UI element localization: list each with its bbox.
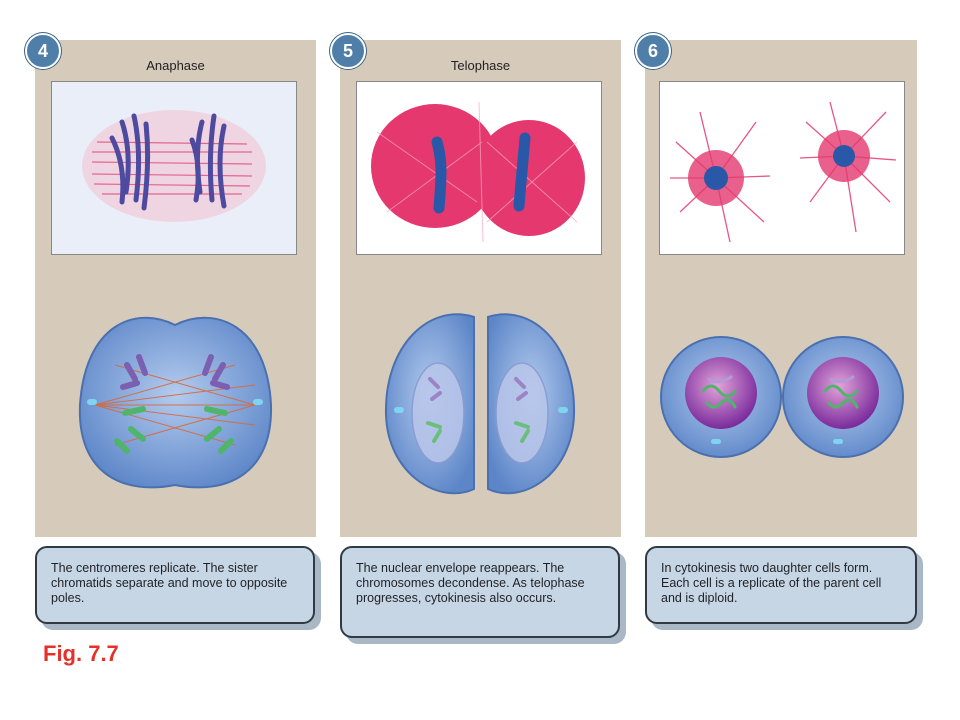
illustration-telophase-cell [340,295,621,525]
micrograph-telophase [356,81,602,255]
caption-text: In cytokinesis two daughter cells form. … [645,546,917,624]
micrograph-cytokinesis [659,81,905,255]
figure-label: Fig. 7.7 [43,641,119,666]
panel-title: Telophase [450,58,511,73]
step-number-badge: 5 [330,33,366,69]
panel-telophase: Telophase [340,40,621,537]
panel-title: Anaphase [146,58,205,73]
panel-cytokinesis [645,40,917,537]
illustration-anaphase-cell [35,295,316,525]
step-number-badge: 4 [25,33,61,69]
caption-box-anaphase: The centromeres replicate. The sister ch… [35,546,321,630]
step-number-badge: 6 [635,33,671,69]
caption-box-telophase: The nuclear envelope reappears. The chro… [340,546,626,644]
caption-box-cytokinesis: In cytokinesis two daughter cells form. … [645,546,923,630]
panel-anaphase: Anaphase [35,40,316,537]
micrograph-anaphase [51,81,297,255]
illustration-daughter-cells [645,295,917,525]
caption-text: The nuclear envelope reappears. The chro… [340,546,620,638]
caption-text: The centromeres replicate. The sister ch… [35,546,315,624]
